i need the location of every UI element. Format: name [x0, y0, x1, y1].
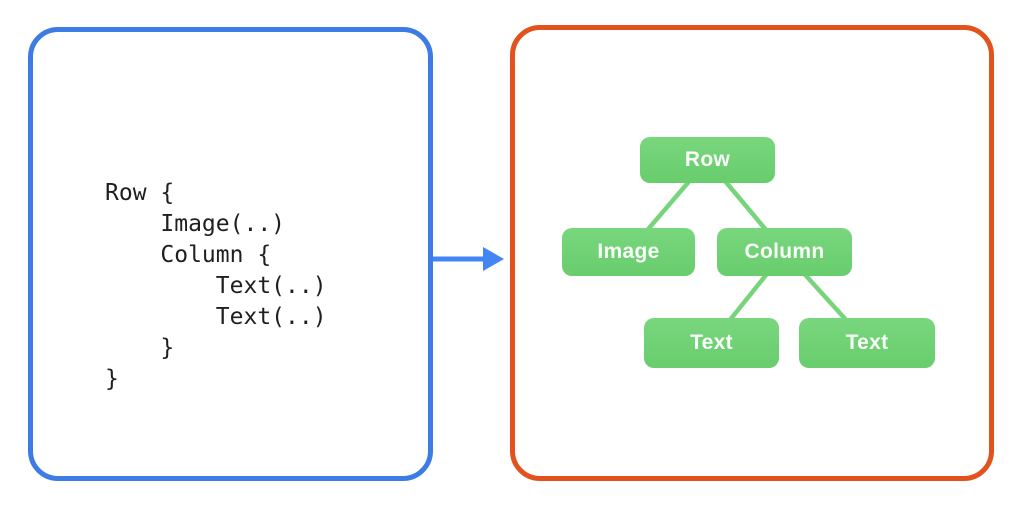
tree-node-text-2-label: Text [845, 331, 889, 354]
tree-canvas: Row Image Column Text Text [515, 30, 989, 476]
right-arrow-icon [433, 247, 504, 271]
tree-node-column: Column [717, 228, 852, 276]
code-panel: Row { Image(..) Column { Text(..) Text(.… [28, 27, 433, 481]
tree-node-image: Image [562, 228, 695, 276]
tree-node-image-label: Image [597, 240, 660, 263]
tree-node-row-label: Row [684, 148, 731, 171]
tree-node-column-label: Column [744, 240, 825, 263]
code-snippet: Row { Image(..) Column { Text(..) Text(.… [105, 180, 327, 392]
tree-node-text-1: Text [644, 318, 779, 368]
tree-panel: Row Image Column Text Text [510, 25, 994, 481]
tree-node-row: Row [640, 137, 775, 183]
tree-node-text-2: Text [799, 318, 935, 368]
tree-node-text-1-label: Text [690, 331, 733, 354]
